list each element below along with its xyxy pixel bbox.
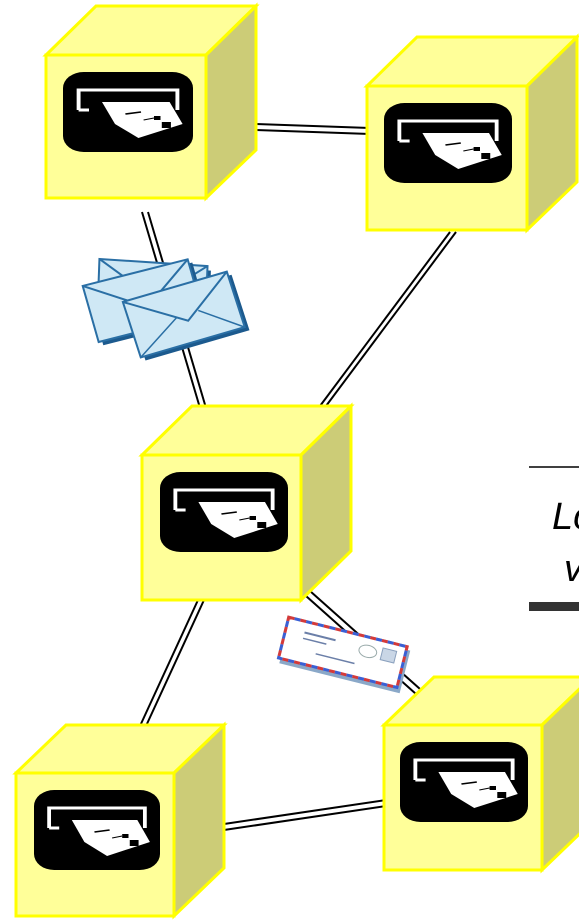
caption-text-line-1: Lo <box>552 498 579 536</box>
link-top-right-middle <box>320 232 456 406</box>
link-top-left-top-right <box>256 124 370 134</box>
mail-slot-icon <box>400 742 528 822</box>
mail-slot-icon <box>384 103 512 183</box>
envelope-stack-icon <box>81 251 251 363</box>
server-cube-top-right <box>367 37 577 230</box>
mail-slot-icon <box>63 72 193 152</box>
mail-slot-icon <box>34 790 160 870</box>
airmail-envelope-icon <box>276 616 411 693</box>
server-cube-top-left <box>46 6 256 198</box>
mail-slot-icon <box>160 472 288 552</box>
server-cube-bottom-right <box>384 677 579 870</box>
server-cube-bottom-left <box>16 725 224 916</box>
link-middle-bottom-left <box>140 600 204 726</box>
caption-text-line-2: v <box>564 550 579 588</box>
link-bottom-left-bottom-right <box>224 800 386 830</box>
server-cube-middle <box>142 406 351 600</box>
